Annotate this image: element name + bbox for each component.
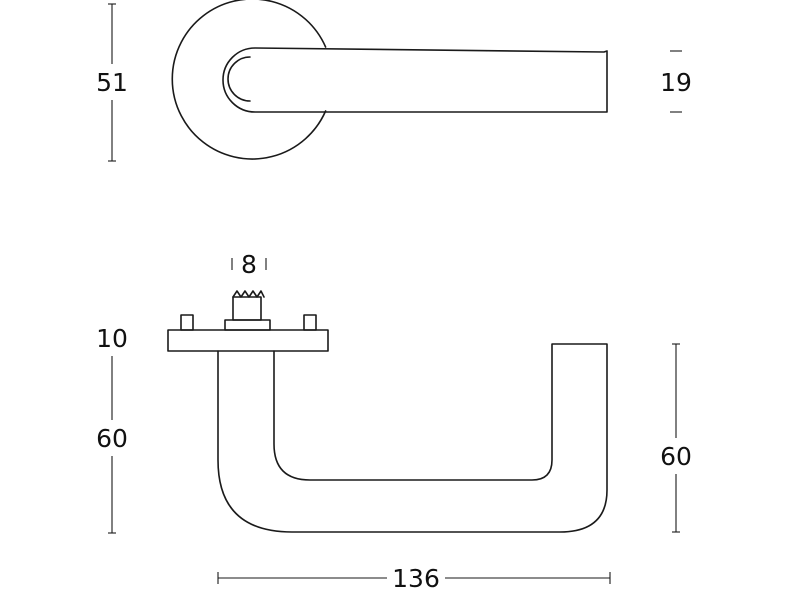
spindle-crown — [232, 290, 265, 298]
dim-lever-drop: 60 — [660, 343, 692, 533]
screw-head-right — [303, 314, 317, 331]
dim-lever-length: 136 — [217, 564, 611, 593]
rose-plate — [167, 329, 329, 352]
lever-outer-profile — [217, 343, 608, 533]
label-rose-height: 10 — [96, 324, 128, 353]
label-rose-diameter: 51 — [96, 68, 128, 97]
spindle-stem — [232, 296, 262, 321]
screw-head-left — [180, 314, 194, 331]
label-lever-thickness: 19 — [660, 68, 692, 97]
top-view: 51 19 — [96, 0, 692, 162]
dim-lever-thickness: 19 — [660, 50, 692, 113]
dim-spindle-width: 8 — [231, 250, 267, 279]
label-spindle-width: 8 — [241, 250, 257, 279]
label-lever-offset: 60 — [96, 424, 128, 453]
label-lever-length: 136 — [392, 564, 440, 593]
side-view: 8 10 60 60 136 — [96, 250, 692, 593]
dim-rose-diameter: 51 — [96, 3, 128, 162]
rose-circle-top — [171, 0, 327, 160]
spindle-base — [224, 319, 271, 331]
lever-body-top — [222, 47, 608, 113]
dim-lever-offset: 60 — [96, 356, 128, 534]
dim-rose-height: 10 — [96, 324, 128, 353]
label-lever-drop: 60 — [660, 442, 692, 471]
lever-end-top — [227, 56, 251, 102]
